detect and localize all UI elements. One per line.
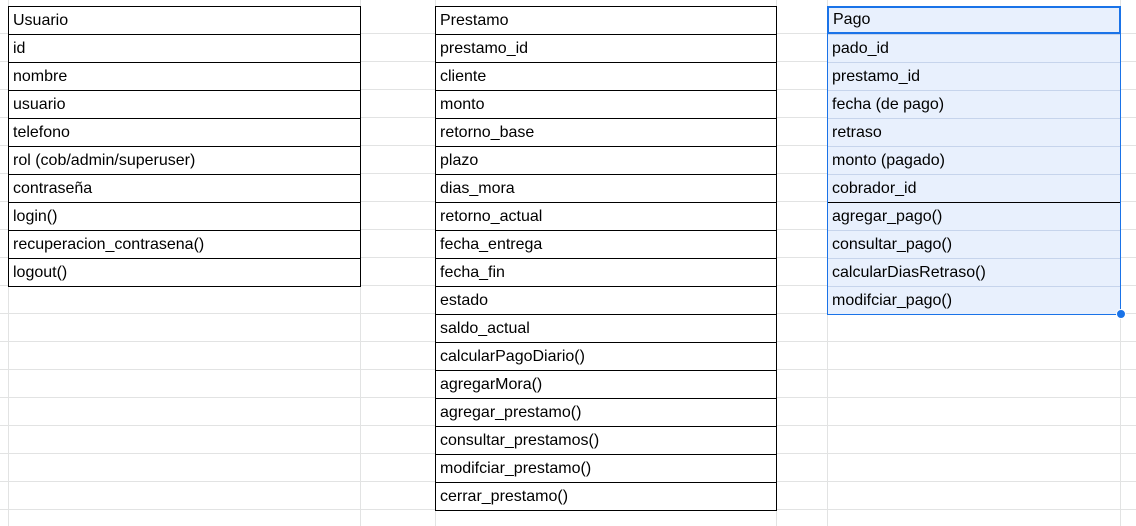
pago-attr-cell[interactable]: retraso <box>828 118 1120 146</box>
prestamo-method-cell[interactable]: modifciar_prestamo() <box>436 454 776 482</box>
prestamo-class-table: Prestamo prestamo_id cliente monto retor… <box>435 6 777 511</box>
selection-fill-handle[interactable] <box>1116 309 1126 319</box>
usuario-attr-cell[interactable]: id <box>9 34 360 62</box>
pago-attr-cell[interactable]: monto (pagado) <box>828 146 1120 174</box>
usuario-class-table: Usuario id nombre usuario telefono rol (… <box>8 6 361 287</box>
pago-method-cell[interactable]: consultar_pago() <box>828 230 1120 258</box>
pago-method-cell[interactable]: calcularDiasRetraso() <box>828 258 1120 286</box>
pago-attr-cell[interactable]: pado_id <box>828 34 1120 62</box>
prestamo-attr-cell[interactable]: fecha_entrega <box>436 230 776 258</box>
pago-method-cell[interactable]: modifciar_pago() <box>828 286 1120 315</box>
usuario-attr-cell[interactable]: nombre <box>9 62 360 90</box>
pago-class-table: Pago pado_id prestamo_id fecha (de pago)… <box>827 6 1121 315</box>
pago-attr-cell[interactable]: fecha (de pago) <box>828 90 1120 118</box>
prestamo-method-cell[interactable]: agregarMora() <box>436 370 776 398</box>
prestamo-method-cell[interactable]: agregar_prestamo() <box>436 398 776 426</box>
prestamo-attr-cell[interactable]: estado <box>436 286 776 314</box>
prestamo-attr-cell[interactable]: fecha_fin <box>436 258 776 286</box>
prestamo-attr-cell[interactable]: plazo <box>436 146 776 174</box>
pago-attr-cell[interactable]: prestamo_id <box>828 62 1120 90</box>
usuario-attr-cell[interactable]: usuario <box>9 90 360 118</box>
prestamo-attr-cell[interactable]: cliente <box>436 62 776 90</box>
prestamo-method-cell[interactable]: cerrar_prestamo() <box>436 482 776 511</box>
usuario-method-cell[interactable]: recuperacion_contrasena() <box>9 230 360 258</box>
prestamo-attr-cell[interactable]: monto <box>436 90 776 118</box>
prestamo-attr-cell[interactable]: retorno_base <box>436 118 776 146</box>
prestamo-method-cell[interactable]: calcularPagoDiario() <box>436 342 776 370</box>
prestamo-attr-cell[interactable]: prestamo_id <box>436 34 776 62</box>
usuario-method-cell[interactable]: logout() <box>9 258 360 287</box>
pago-method-cell[interactable]: agregar_pago() <box>828 202 1120 230</box>
prestamo-attr-cell[interactable]: saldo_actual <box>436 314 776 342</box>
usuario-attr-cell[interactable]: rol (cob/admin/superuser) <box>9 146 360 174</box>
prestamo-title-cell[interactable]: Prestamo <box>436 6 776 34</box>
prestamo-attr-cell[interactable]: dias_mora <box>436 174 776 202</box>
usuario-title-cell[interactable]: Usuario <box>9 6 360 34</box>
prestamo-method-cell[interactable]: consultar_prestamos() <box>436 426 776 454</box>
usuario-attr-cell[interactable]: contraseña <box>9 174 360 202</box>
usuario-method-cell[interactable]: login() <box>9 202 360 230</box>
prestamo-attr-cell[interactable]: retorno_actual <box>436 202 776 230</box>
pago-title-cell[interactable]: Pago <box>827 6 1121 34</box>
pago-attr-cell[interactable]: cobrador_id <box>828 174 1120 202</box>
usuario-attr-cell[interactable]: telefono <box>9 118 360 146</box>
